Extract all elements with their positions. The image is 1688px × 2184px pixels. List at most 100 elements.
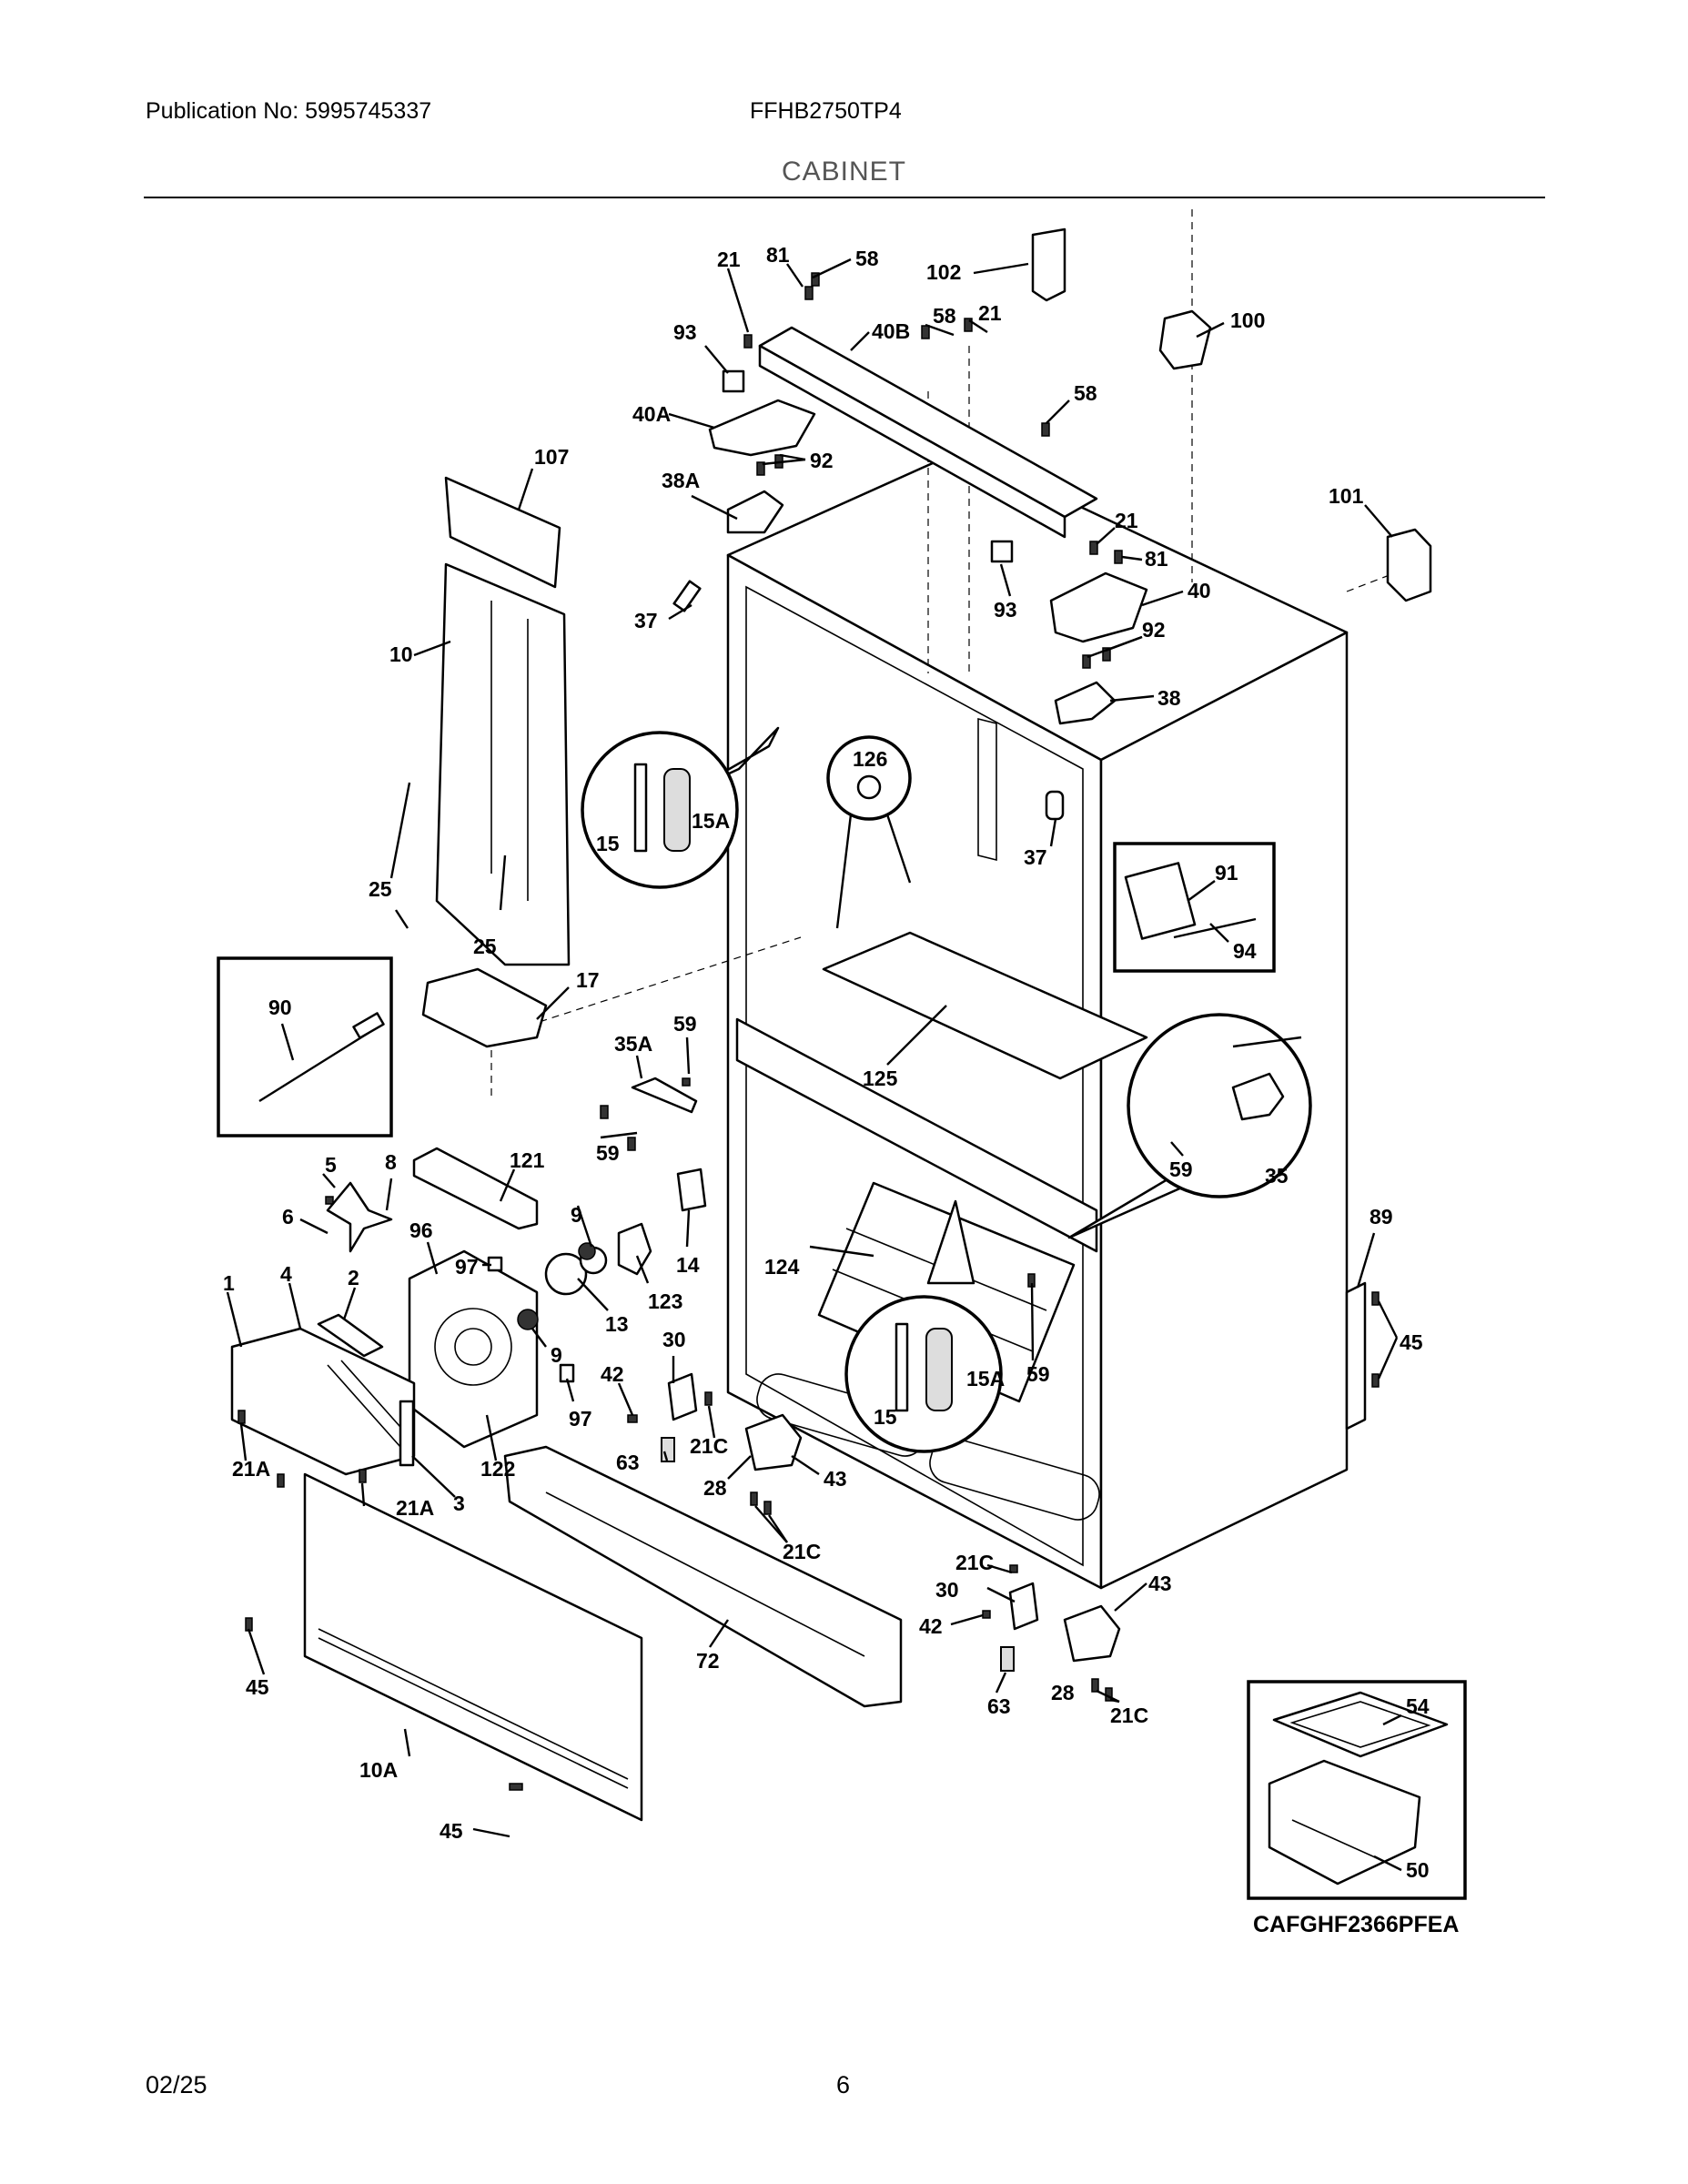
callout-21: 21: [978, 301, 1002, 325]
detail-circle-filter-upper: [581, 731, 739, 889]
callout-42: 42: [919, 1614, 943, 1638]
damper-35A: [631, 1077, 698, 1114]
callout-25: 25: [369, 877, 392, 901]
callout-59: 59: [673, 1012, 697, 1036]
callout-81: 81: [1145, 547, 1168, 571]
callout-30: 30: [935, 1578, 959, 1602]
hinge-cover-40A: [708, 399, 816, 457]
bracket-30-right: [1008, 1582, 1039, 1631]
callout-58: 58: [933, 304, 956, 328]
cabinet-divider: [735, 1017, 1098, 1253]
detail-circles: [581, 726, 1312, 1453]
callout-72: 72: [696, 1649, 720, 1673]
callout-15A: 15A: [966, 1367, 1005, 1390]
fan-blade-5: [326, 1181, 393, 1253]
leader-lines: [226, 258, 1402, 1872]
duct-panel-10: [435, 562, 571, 966]
callout-97: 97: [455, 1255, 479, 1279]
callout-10A: 10A: [359, 1758, 398, 1782]
hinge-38: [1054, 681, 1117, 725]
callout-122: 122: [480, 1457, 515, 1481]
leveler-63-right: [1000, 1646, 1015, 1672]
detail-circle-filter-lower: [844, 1295, 1003, 1453]
side-panel-89: [1345, 1281, 1367, 1431]
callout-100: 100: [1230, 308, 1265, 332]
callout-81: 81: [766, 243, 790, 267]
bracket-93-lower: [990, 540, 1014, 563]
callout-50: 50: [1406, 1858, 1430, 1882]
callout-1: 1: [223, 1271, 235, 1295]
callout-15: 15: [874, 1405, 897, 1429]
evaporator-cover-1: [230, 1327, 416, 1476]
callout-5: 5: [325, 1153, 337, 1177]
callout-6: 6: [282, 1205, 294, 1228]
callout-40: 40: [1188, 579, 1211, 602]
callout-21A: 21A: [232, 1457, 270, 1481]
publication-number: Publication No: 5995745337: [146, 98, 432, 124]
callout-21A: 21A: [396, 1496, 434, 1520]
callout-107: 107: [534, 445, 569, 469]
callout-42: 42: [601, 1362, 624, 1386]
callout-45: 45: [440, 1819, 463, 1843]
callout-38: 38: [1157, 686, 1181, 710]
callout-4: 4: [280, 1262, 292, 1286]
callout-40B: 40B: [872, 319, 910, 343]
callout-17: 17: [576, 968, 600, 992]
footer-page-number: 6: [836, 2071, 851, 2098]
callout-30: 30: [662, 1328, 686, 1351]
section-title: CABINET: [781, 157, 907, 187]
callout-101: 101: [1329, 484, 1364, 508]
callout-59: 59: [596, 1141, 620, 1165]
footer-date: 02/25: [146, 2071, 207, 2098]
callout-59: 59: [1169, 1158, 1193, 1181]
callout-45: 45: [1400, 1330, 1423, 1354]
crisper-cover: [822, 931, 1148, 1080]
roller-28-left: [744, 1413, 803, 1471]
callout-93: 93: [673, 320, 697, 344]
cabinet-body: [490, 209, 1407, 1590]
spacer-37-right: [1045, 790, 1065, 821]
callout-92: 92: [1142, 618, 1166, 642]
seal-3: [399, 1400, 415, 1467]
callout-35A: 35A: [614, 1032, 652, 1056]
detail-circle-35: [1127, 1013, 1312, 1198]
filter-kit-box: [1247, 1680, 1467, 1900]
callout-10: 10: [389, 642, 413, 666]
callout-89: 89: [1370, 1205, 1393, 1228]
callout-13: 13: [605, 1312, 629, 1336]
callout-3: 3: [453, 1491, 465, 1515]
callout-25: 25: [473, 935, 497, 958]
callout-15: 15: [596, 832, 620, 855]
callout-125: 125: [863, 1067, 898, 1090]
callout-labels: 21 81 58 102 93 40B 58 21 100 58 40A 92 …: [223, 243, 1459, 1937]
callout-93: 93: [994, 598, 1017, 622]
kit-part-number: CAFGHF2366PFEA: [1253, 1912, 1459, 1937]
callout-8: 8: [385, 1150, 397, 1174]
callout-124: 124: [764, 1255, 800, 1279]
bracket-93-upper: [722, 369, 745, 393]
callout-14: 14: [676, 1253, 700, 1277]
callout-121: 121: [510, 1148, 545, 1172]
callout-94: 94: [1233, 939, 1257, 963]
callout-28: 28: [1051, 1681, 1075, 1704]
callout-90: 90: [268, 996, 292, 1019]
callout-40A: 40A: [632, 402, 671, 426]
callout-59: 59: [1026, 1362, 1050, 1386]
callout-21C: 21C: [955, 1551, 994, 1574]
callout-35: 35: [1265, 1164, 1289, 1188]
kickplate-72: [503, 1445, 903, 1708]
bracket-121: [412, 1147, 539, 1230]
hinge-cover-102: [1031, 228, 1066, 302]
callout-126: 126: [853, 747, 887, 771]
callout-63: 63: [987, 1694, 1011, 1718]
air-duct-assembly: [217, 476, 1276, 1138]
callout-92: 92: [810, 449, 834, 472]
callout-63: 63: [616, 1451, 640, 1474]
callout-21: 21: [717, 248, 741, 271]
callout-45: 45: [246, 1675, 269, 1699]
drawer-opening-right: [929, 1437, 1100, 1521]
bracket-14: [676, 1168, 707, 1212]
callout-15A: 15A: [692, 809, 730, 833]
callout-37: 37: [1024, 845, 1047, 869]
callout-2: 2: [348, 1266, 359, 1289]
